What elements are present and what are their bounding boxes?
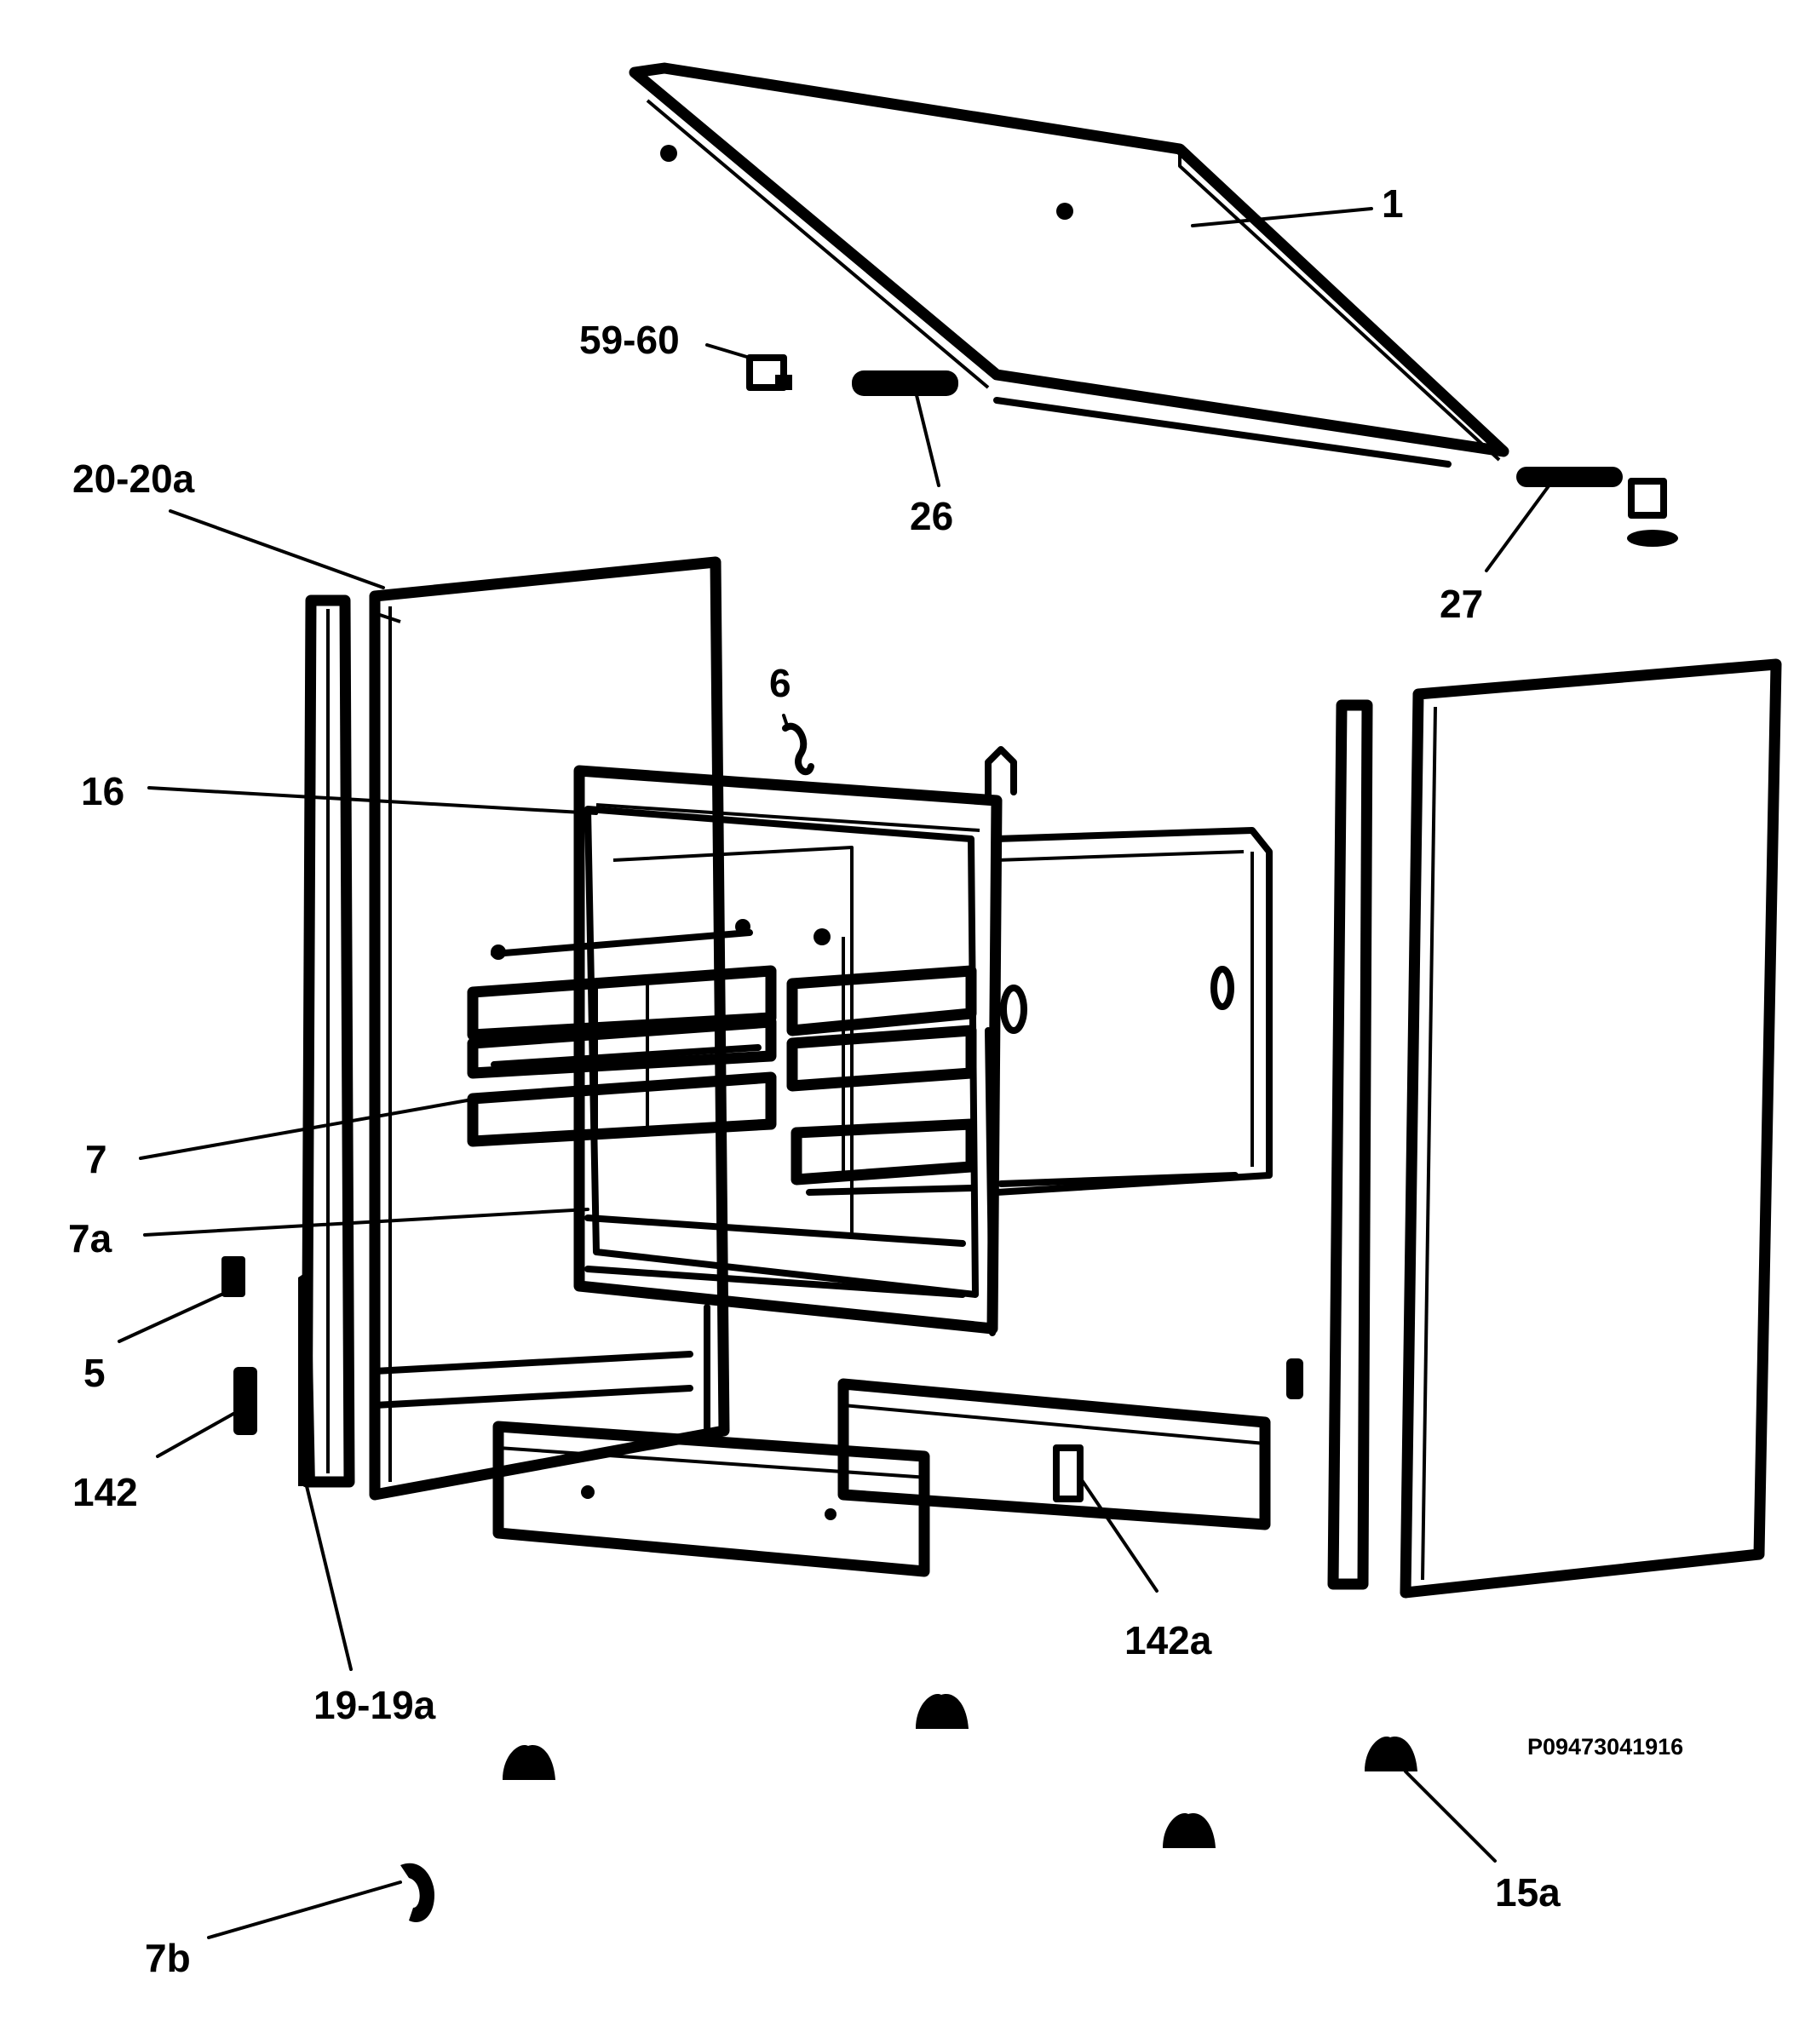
part-left-side-panel: [369, 556, 730, 1501]
callout-7a: 7a: [68, 1216, 112, 1260]
part-top-cover: [629, 62, 1509, 468]
callout-26: 26: [910, 494, 953, 538]
part-left-rail: [298, 594, 355, 1488]
callout-59-60: 59-60: [579, 318, 680, 362]
callout-142: 142: [72, 1470, 138, 1514]
callout-19-19a: 19-19a: [313, 1683, 436, 1727]
callout-5: 5: [83, 1351, 106, 1395]
leader-lines: [118, 207, 1552, 1939]
part-hinge-27: [1516, 467, 1678, 547]
callout-7: 7: [85, 1137, 107, 1181]
callout-1: 1: [1382, 181, 1404, 226]
callout-7b: 7b: [145, 1936, 191, 1980]
part-bracket-small: [1286, 1358, 1303, 1399]
part-racks: [467, 919, 977, 1196]
part-right-side-panel: [1400, 658, 1782, 1599]
callout-27: 27: [1440, 582, 1483, 626]
part-feet: [503, 1694, 1417, 1848]
part-7b: [400, 1863, 434, 1922]
callout-16: 16: [81, 769, 124, 813]
callout-6: 6: [769, 661, 791, 705]
part-clip-59-60: [746, 354, 792, 391]
callout-labels: 1 59-60 26 20-20a 27 6 16 7 7a 5 142 142…: [68, 181, 1683, 1980]
part-right-rail: [1327, 699, 1373, 1590]
part-inner-tub: [573, 746, 1273, 1336]
part-142: [233, 1367, 257, 1435]
part-hinge-26: [852, 370, 958, 396]
callout-15a: 15a: [1495, 1870, 1561, 1915]
part-hook-6: [782, 722, 814, 776]
part-5: [221, 1256, 245, 1297]
callout-20-20a: 20-20a: [72, 456, 195, 501]
callout-142a: 142a: [1124, 1618, 1212, 1662]
drawing-reference: P09473041916: [1527, 1734, 1683, 1760]
part-base: [371, 1304, 1271, 1577]
